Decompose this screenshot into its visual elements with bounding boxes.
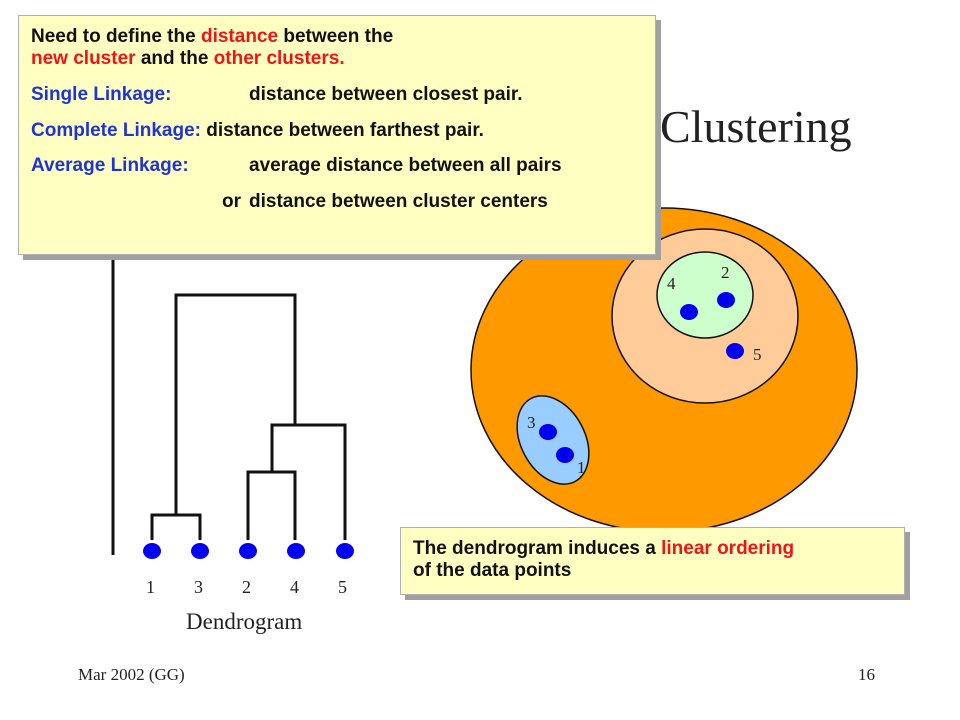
single-linkage-line: Single Linkage: distance between closest …	[31, 84, 643, 106]
leaf-point	[191, 543, 209, 559]
callout-highlight: distance	[200, 26, 279, 47]
single-linkage-label: Single Linkage:	[31, 83, 172, 105]
leaf-point	[287, 543, 305, 559]
leaf-label: 4	[290, 577, 299, 597]
leaf-point	[336, 543, 354, 559]
leaf-label: 2	[242, 577, 251, 597]
or-label: or	[222, 191, 241, 213]
average-linkage-label: Average Linkage:	[31, 155, 189, 177]
or-line: or distance between cluster centers	[31, 191, 643, 213]
leaf-label: 5	[338, 577, 347, 597]
merge-24-5	[270, 423, 347, 540]
callout-text: and the	[135, 47, 214, 69]
slide-number: 16	[858, 665, 875, 684]
point-label: 1	[577, 458, 586, 477]
dendrogram-leaves	[143, 543, 354, 559]
callout-line: The dendrogram induces a linear ordering	[413, 538, 892, 560]
linkage-callout: Need to define the distance between the …	[18, 15, 656, 255]
dendrogram-label: Dendrogram	[186, 609, 303, 634]
point-label: 5	[753, 345, 762, 364]
callout-line: new cluster and the other clusters.	[31, 48, 643, 70]
dendrogram-tree	[150, 293, 347, 540]
merge-root	[174, 293, 297, 515]
callout-line: Need to define the distance between the	[31, 26, 643, 48]
merge-1-3	[150, 513, 202, 540]
complete-linkage-text: distance between farthest pair.	[206, 119, 484, 141]
average-linkage-text: average distance between all pairs	[249, 155, 562, 177]
merge-2-4	[246, 470, 297, 540]
inner-cluster-1-3	[516, 395, 590, 485]
callout-text: of the data points	[413, 559, 572, 581]
footer-date: Mar 2002 (GG)	[78, 665, 185, 684]
inner-cluster-2-4	[656, 251, 754, 339]
callout-highlight: linear ordering	[661, 538, 795, 559]
callout-text: Need to define the	[31, 26, 201, 47]
point-label: 4	[667, 274, 676, 293]
point-label: 2	[721, 263, 730, 282]
complete-linkage-label: Complete Linkage:	[31, 119, 201, 141]
callout-text: between the	[278, 26, 394, 47]
callout-text: The dendrogram induces a	[413, 538, 662, 559]
point-label: 3	[527, 413, 536, 432]
leaf-label: 1	[146, 577, 155, 597]
complete-linkage-line: Complete Linkage: distance between farth…	[31, 120, 643, 142]
ordering-callout: The dendrogram induces a linear ordering…	[400, 527, 905, 595]
callout-highlight: new cluster	[31, 47, 136, 69]
average-linkage-line: Average Linkage: average distance between…	[31, 155, 643, 177]
callout-highlight: other clusters.	[213, 47, 345, 69]
data-point	[717, 292, 735, 308]
data-point	[556, 447, 574, 463]
data-point	[539, 424, 557, 440]
data-point	[726, 343, 744, 359]
leaf-point	[239, 543, 257, 559]
or-text: distance between cluster centers	[249, 191, 548, 213]
cluster-points	[539, 292, 744, 463]
slide-title: Clustering	[660, 101, 852, 152]
leaf-label: 3	[194, 577, 203, 597]
data-point	[680, 304, 698, 320]
leaf-point	[143, 543, 161, 559]
single-linkage-text: distance between closest pair.	[249, 83, 523, 105]
